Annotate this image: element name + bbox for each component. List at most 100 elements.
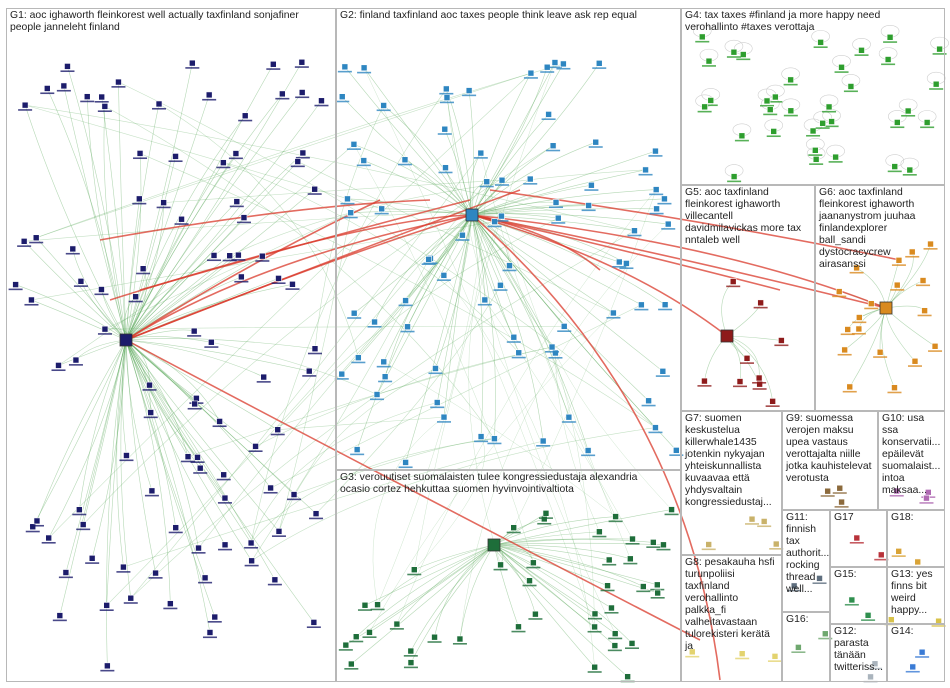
node-label [832,492,847,494]
node-label [275,97,290,100]
edge [125,94,210,341]
node-g1 [45,534,52,542]
node-g1 [206,629,214,636]
hub-node-g5 [720,329,734,343]
node-g1 [216,418,223,425]
node-label [398,466,413,469]
group-panel-g1: G1: aoc ighaworth fleinkorest well actua… [6,8,336,682]
node-g6 [891,384,898,391]
node-g2 [539,437,547,445]
node-label [307,352,322,355]
node-label [378,380,393,383]
node-label [928,350,943,352]
node-label [80,100,95,103]
edge [347,198,473,216]
node-label [752,388,767,390]
node-label [357,609,372,611]
edge [101,96,127,341]
node-g1 [136,195,143,203]
edge [471,214,553,348]
node-g2 [560,323,568,330]
node-g1 [160,199,167,206]
edge [444,129,473,216]
node-g2 [338,93,346,101]
node-g2 [491,435,498,442]
node-g2 [477,433,485,440]
node-label [920,126,935,129]
group-panel-g2: G2: finland taxfinland aoc taxes people … [336,8,681,470]
node-g4 [772,93,779,101]
node-g2 [380,358,388,366]
node-label [290,165,305,168]
node-label [421,263,436,265]
node-label [244,564,259,567]
edge [125,339,177,528]
edge [471,214,486,300]
node-label [587,671,602,673]
node-g2 [592,138,600,146]
node-g1 [167,600,174,607]
node-label [473,157,488,159]
node-label [295,156,310,159]
node-label [625,647,640,650]
node-label [883,41,898,43]
edge [881,307,895,388]
node-label [657,202,672,205]
node-label [873,356,888,358]
node-g4 [936,45,943,53]
edge [82,339,127,525]
edge [278,212,351,532]
edge-strong [471,214,781,291]
edge [120,339,132,599]
edge [374,214,473,323]
node-label [587,630,602,633]
edge [163,179,503,203]
edge [125,339,256,447]
node-label [656,548,671,551]
node-label [349,640,364,643]
edge-strong [99,199,431,241]
node-g9 [836,484,844,492]
edge [372,416,445,605]
node-label [119,459,134,462]
node-label [760,104,775,107]
group-label-g18: G18: [891,512,914,523]
edge [414,62,556,570]
node-label [584,189,599,191]
edge [63,85,127,341]
edge [125,339,211,633]
node-g1 [148,487,156,495]
node-label [374,212,389,215]
node-label [367,325,382,328]
edge [341,214,473,375]
node-g8 [771,653,779,660]
node-label [133,157,148,160]
node-g2 [481,296,489,304]
node-g1 [235,251,242,259]
edge [91,339,127,559]
node-label [202,636,217,639]
node-label [931,625,946,627]
group-label-g13: G13: yes finns bit weird happy... [891,569,933,616]
edge [471,214,496,439]
node-label [536,445,551,447]
node-g3 [653,581,661,589]
edge [471,208,657,216]
node-label [849,271,864,274]
node-g4 [730,48,738,56]
edge [24,105,127,341]
node-label [216,478,231,481]
node-g4 [787,76,794,84]
edge [125,254,239,341]
node-label [65,252,80,255]
node-g3 [532,610,539,618]
node-g4 [770,128,778,135]
node-label [495,184,510,186]
edge [471,201,557,216]
node-label [436,279,451,281]
node-label [60,70,75,73]
group-label-g6: G6: aoc taxfinland fleinkorest ighaworth… [819,187,916,270]
edge [493,544,633,644]
edge [229,169,646,256]
edge [471,198,665,216]
